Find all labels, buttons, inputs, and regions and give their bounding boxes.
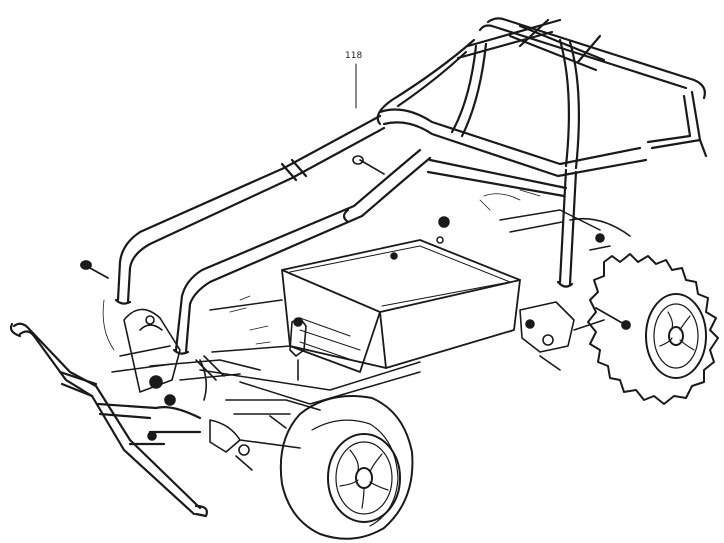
mount-nuts bbox=[391, 217, 449, 259]
roll-cage-pin bbox=[353, 156, 384, 174]
battery-box bbox=[282, 240, 520, 372]
steering-servo bbox=[290, 318, 306, 380]
chassis-plate bbox=[200, 210, 600, 404]
front-bumper bbox=[11, 324, 207, 516]
front-wheel bbox=[281, 396, 413, 539]
front-suspension bbox=[112, 309, 320, 470]
detail-hatching bbox=[103, 190, 540, 350]
part-label-118: 118 bbox=[345, 51, 362, 61]
rear-gearbox bbox=[520, 219, 630, 370]
roll-cage bbox=[116, 18, 706, 353]
rear-mount-bolt bbox=[596, 308, 630, 329]
rear-wheel bbox=[588, 254, 718, 404]
front-mount-bolt bbox=[81, 261, 108, 278]
